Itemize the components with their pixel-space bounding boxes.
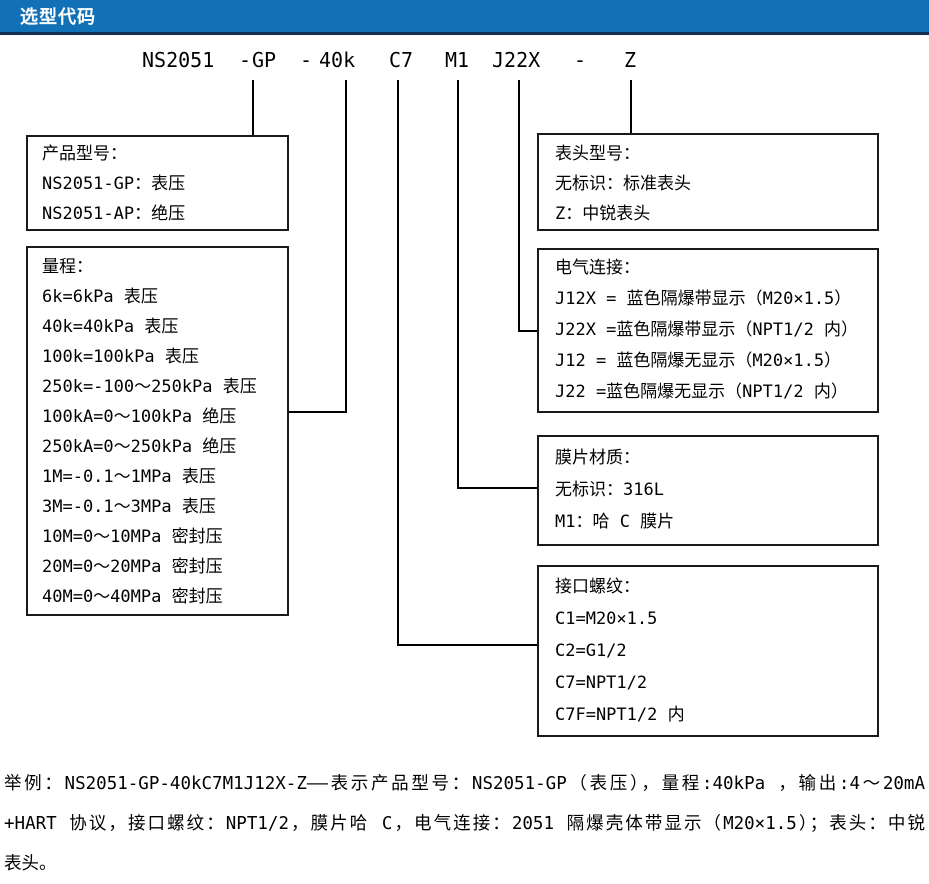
code-segment-model: NS2051 [142, 48, 215, 72]
section-title: 选型代码 [20, 7, 96, 27]
example-line: 举例：NS2051-GP-40kC7M1J12X-Z——表示产品型号：NS205… [4, 774, 925, 794]
connection-thread-box: 接口螺纹： C1=M20×1.5 C2=G1/2 C7=NPT1/2 C7F=N… [537, 565, 879, 737]
code-segment-head: Z [624, 48, 637, 72]
thread-box-title: 接口螺纹： [555, 577, 640, 597]
connector-head-vline [630, 80, 632, 133]
display-head-box: 表头型号： 无标识：标准表头 Z：中锐表头 [537, 133, 879, 231]
diaphragm-option: M1：哈 C 膜片 [555, 512, 675, 532]
display-head-option: Z：中锐表头 [555, 204, 651, 224]
connector-thread-hline [397, 644, 537, 646]
range-option: 40M=0～40MPa 密封压 [42, 587, 223, 607]
electrical-option: J22X =蓝色隔爆带显示（NPT1/2 内） [555, 320, 859, 340]
range-option: 250k=-100～250kPa 表压 [42, 377, 257, 397]
section-header-bar: 选型代码 [0, 0, 929, 35]
range-option: 6k=6kPa 表压 [42, 287, 158, 307]
range-option: 40k=40kPa 表压 [42, 317, 179, 337]
range-option: 250kA=0～250kPa 绝压 [42, 437, 237, 457]
display-head-option: 无标识：标准表头 [555, 174, 691, 194]
electrical-connection-box: 电气连接： J12X = 蓝色隔爆带显示（M20×1.5） J22X =蓝色隔爆… [537, 248, 879, 413]
product-model-box-title: 产品型号： [42, 144, 127, 164]
code-segment-product-type: GP [252, 48, 277, 72]
diaphragm-option: 无标识：316L [555, 480, 664, 500]
thread-option: C7F=NPT1/2 内 [555, 705, 685, 725]
range-box: 量程： 6k=6kPa 表压 40k=40kPa 表压 100k=100kPa … [26, 246, 289, 616]
example-line: +HART 协议，接口螺纹：NPT1/2，膜片哈 C，电气连接：2051 隔爆壳… [4, 814, 925, 834]
connector-thread-vline [397, 80, 399, 646]
code-segment-range: 40k [319, 48, 356, 72]
code-separator-2: - [300, 48, 313, 72]
product-model-box: 产品型号： NS2051-GP：表压 NS2051-AP：绝压 [26, 135, 289, 231]
thread-option: C2=G1/2 [555, 641, 627, 661]
range-option: 100kA=0～100kPa 绝压 [42, 407, 237, 427]
code-segment-diaphragm: M1 [445, 48, 470, 72]
example-line: 表头。 [4, 854, 57, 874]
electrical-option: J12X = 蓝色隔爆带显示（M20×1.5） [555, 289, 852, 309]
range-option: 20M=0～20MPa 密封压 [42, 557, 223, 577]
connector-electrical-hline [518, 330, 537, 332]
code-separator-1: - [239, 48, 252, 72]
connector-range-hline [289, 411, 347, 413]
product-model-option: NS2051-AP：绝压 [42, 204, 186, 224]
connector-diaphragm-hline [457, 487, 537, 489]
connector-diaphragm-vline [457, 80, 459, 489]
code-separator-3: - [574, 48, 587, 72]
display-head-box-title: 表头型号： [555, 144, 640, 164]
range-option: 3M=-0.1～3MPa 表压 [42, 497, 216, 517]
example-paragraph: 举例：NS2051-GP-40kC7M1J12X-Z——表示产品型号：NS205… [4, 764, 925, 884]
range-option: 100k=100kPa 表压 [42, 347, 199, 367]
electrical-box-title: 电气连接： [555, 258, 640, 278]
thread-option: C1=M20×1.5 [555, 609, 658, 629]
product-model-option: NS2051-GP：表压 [42, 174, 186, 194]
connector-electrical-vline [518, 80, 520, 332]
range-box-title: 量程： [42, 257, 93, 277]
thread-option: C7=NPT1/2 [555, 673, 648, 693]
connector-range-vline [345, 80, 347, 413]
code-segment-electrical: J22X [492, 48, 541, 72]
range-option: 10M=0～10MPa 密封压 [42, 527, 223, 547]
connector-product-type-vline [252, 80, 254, 135]
electrical-option: J22 =蓝色隔爆无显示（NPT1/2 内） [555, 382, 848, 402]
range-option: 1M=-0.1～1MPa 表压 [42, 467, 216, 487]
electrical-option: J12 = 蓝色隔爆无显示（M20×1.5） [555, 351, 842, 371]
diaphragm-material-box: 膜片材质： 无标识：316L M1：哈 C 膜片 [537, 435, 879, 546]
code-segment-thread: C7 [389, 48, 414, 72]
diaphragm-box-title: 膜片材质： [555, 448, 640, 468]
